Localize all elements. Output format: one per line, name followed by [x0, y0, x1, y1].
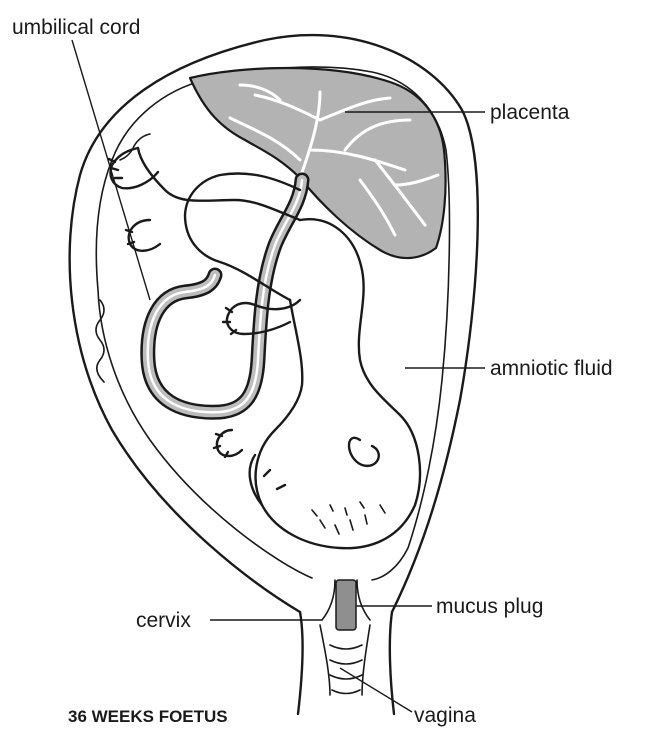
vagina-folds	[330, 645, 362, 694]
label-placenta: placenta	[490, 101, 570, 124]
foetus-body	[256, 219, 420, 548]
label-cervix: cervix	[136, 609, 191, 632]
caption-36-weeks-foetus: 36 WEEKS FOETUS	[68, 707, 228, 726]
foetus-ear	[349, 438, 379, 466]
placenta-shape	[190, 68, 446, 258]
foetus-hand	[214, 430, 242, 457]
cervix-left	[298, 612, 303, 714]
mucus-plug	[336, 580, 356, 630]
leader-vagina	[340, 668, 412, 712]
foetus-foot	[109, 148, 158, 188]
leader-umbilical-cord	[72, 40, 150, 300]
label-vagina: vagina	[414, 704, 476, 727]
label-amniotic-fluid: amniotic fluid	[490, 357, 613, 380]
label-umbilical-cord: umbilical cord	[12, 16, 140, 39]
umbilical-cord-core	[148, 180, 302, 412]
foetus-hair	[312, 502, 385, 534]
label-mucus-plug: mucus plug	[436, 595, 543, 618]
